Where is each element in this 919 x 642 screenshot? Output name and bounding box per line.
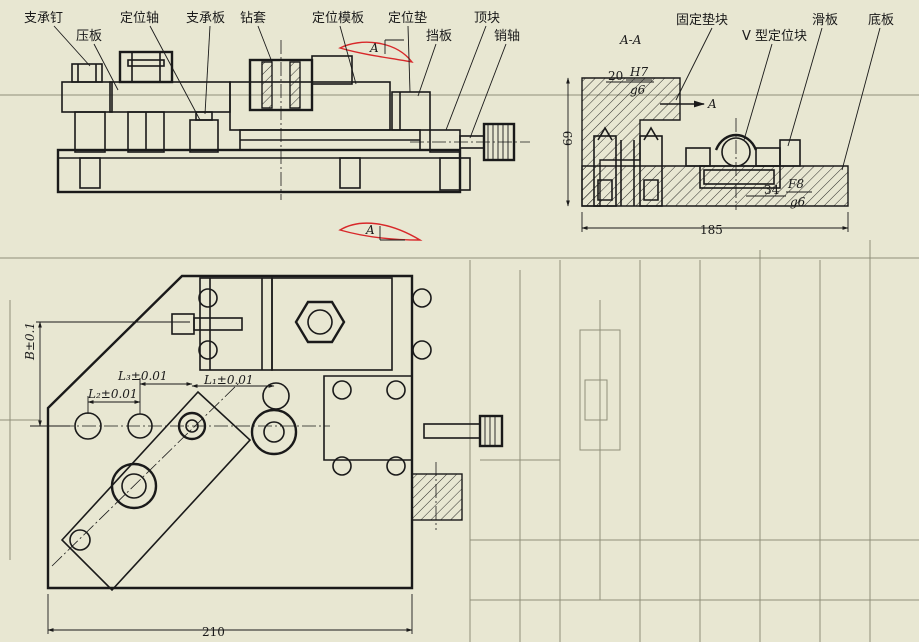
label-locating-pad: 定位垫 — [388, 10, 427, 26]
dim-34: 34 — [764, 183, 780, 197]
dim-fit-h7: H7 — [629, 65, 648, 79]
label-top-block: 顶块 — [474, 11, 500, 26]
dim-b: B±0.1 — [23, 322, 37, 361]
dim-fit-f8: F8 — [787, 177, 804, 191]
label-pin-shaft: 销轴 — [494, 29, 520, 44]
label-locating-shaft: 定位轴 — [120, 11, 159, 26]
dim-20: 20 — [608, 69, 623, 83]
label-base-plate: 底板 — [868, 12, 894, 28]
dim-185: 185 — [700, 223, 723, 237]
front-view-labels: 支承钉 压板 定位轴 支承板 钻套 定位模板 定位垫 挡板 顶块 销轴 — [24, 10, 520, 139]
label-press-plate: 压板 — [76, 29, 102, 44]
plan-view: B±0.1 L₃±0.01 L₁±0.01 L₂±0.01 210 — [23, 274, 504, 639]
dim-69: 69 — [561, 131, 575, 146]
section-view-labels: 固定垫块 V 型定位块 滑板 底板 — [675, 12, 894, 171]
dim-l2: L₂±0.01 — [87, 387, 138, 401]
section-mark-bottom: A — [338, 222, 423, 241]
label-fixed-pad-block: 固定垫块 — [676, 12, 728, 28]
section-mark-top-letter: A — [369, 41, 379, 55]
section-title: A-A — [619, 33, 642, 47]
dim-fit-g6-b: g6 — [790, 195, 806, 209]
label-locating-template: 定位模板 — [312, 11, 364, 26]
dim-fit-g6: g6 — [630, 83, 646, 97]
section-cut-letter: A — [707, 97, 717, 111]
dim-210: 210 — [202, 625, 225, 639]
label-support-plate: 支承板 — [186, 11, 225, 26]
label-drill-sleeve: 钻套 — [240, 10, 266, 26]
label-stop-plate: 挡板 — [426, 29, 452, 44]
label-support-pin: 支承钉 — [24, 11, 63, 26]
label-v-locating-block: V 型定位块 — [742, 29, 807, 44]
front-view — [56, 40, 530, 200]
dim-l1: L₁±0.01 — [203, 373, 254, 387]
background-ghost-lines — [0, 94, 919, 642]
label-slide-plate: 滑板 — [812, 13, 838, 28]
dim-l3: L₃±0.01 — [117, 369, 168, 383]
section-view: A-A A 20 H7 g6 69 34 F — [561, 33, 849, 237]
section-mark-top: A — [338, 39, 414, 64]
section-mark-bottom-letter: A — [365, 223, 375, 237]
